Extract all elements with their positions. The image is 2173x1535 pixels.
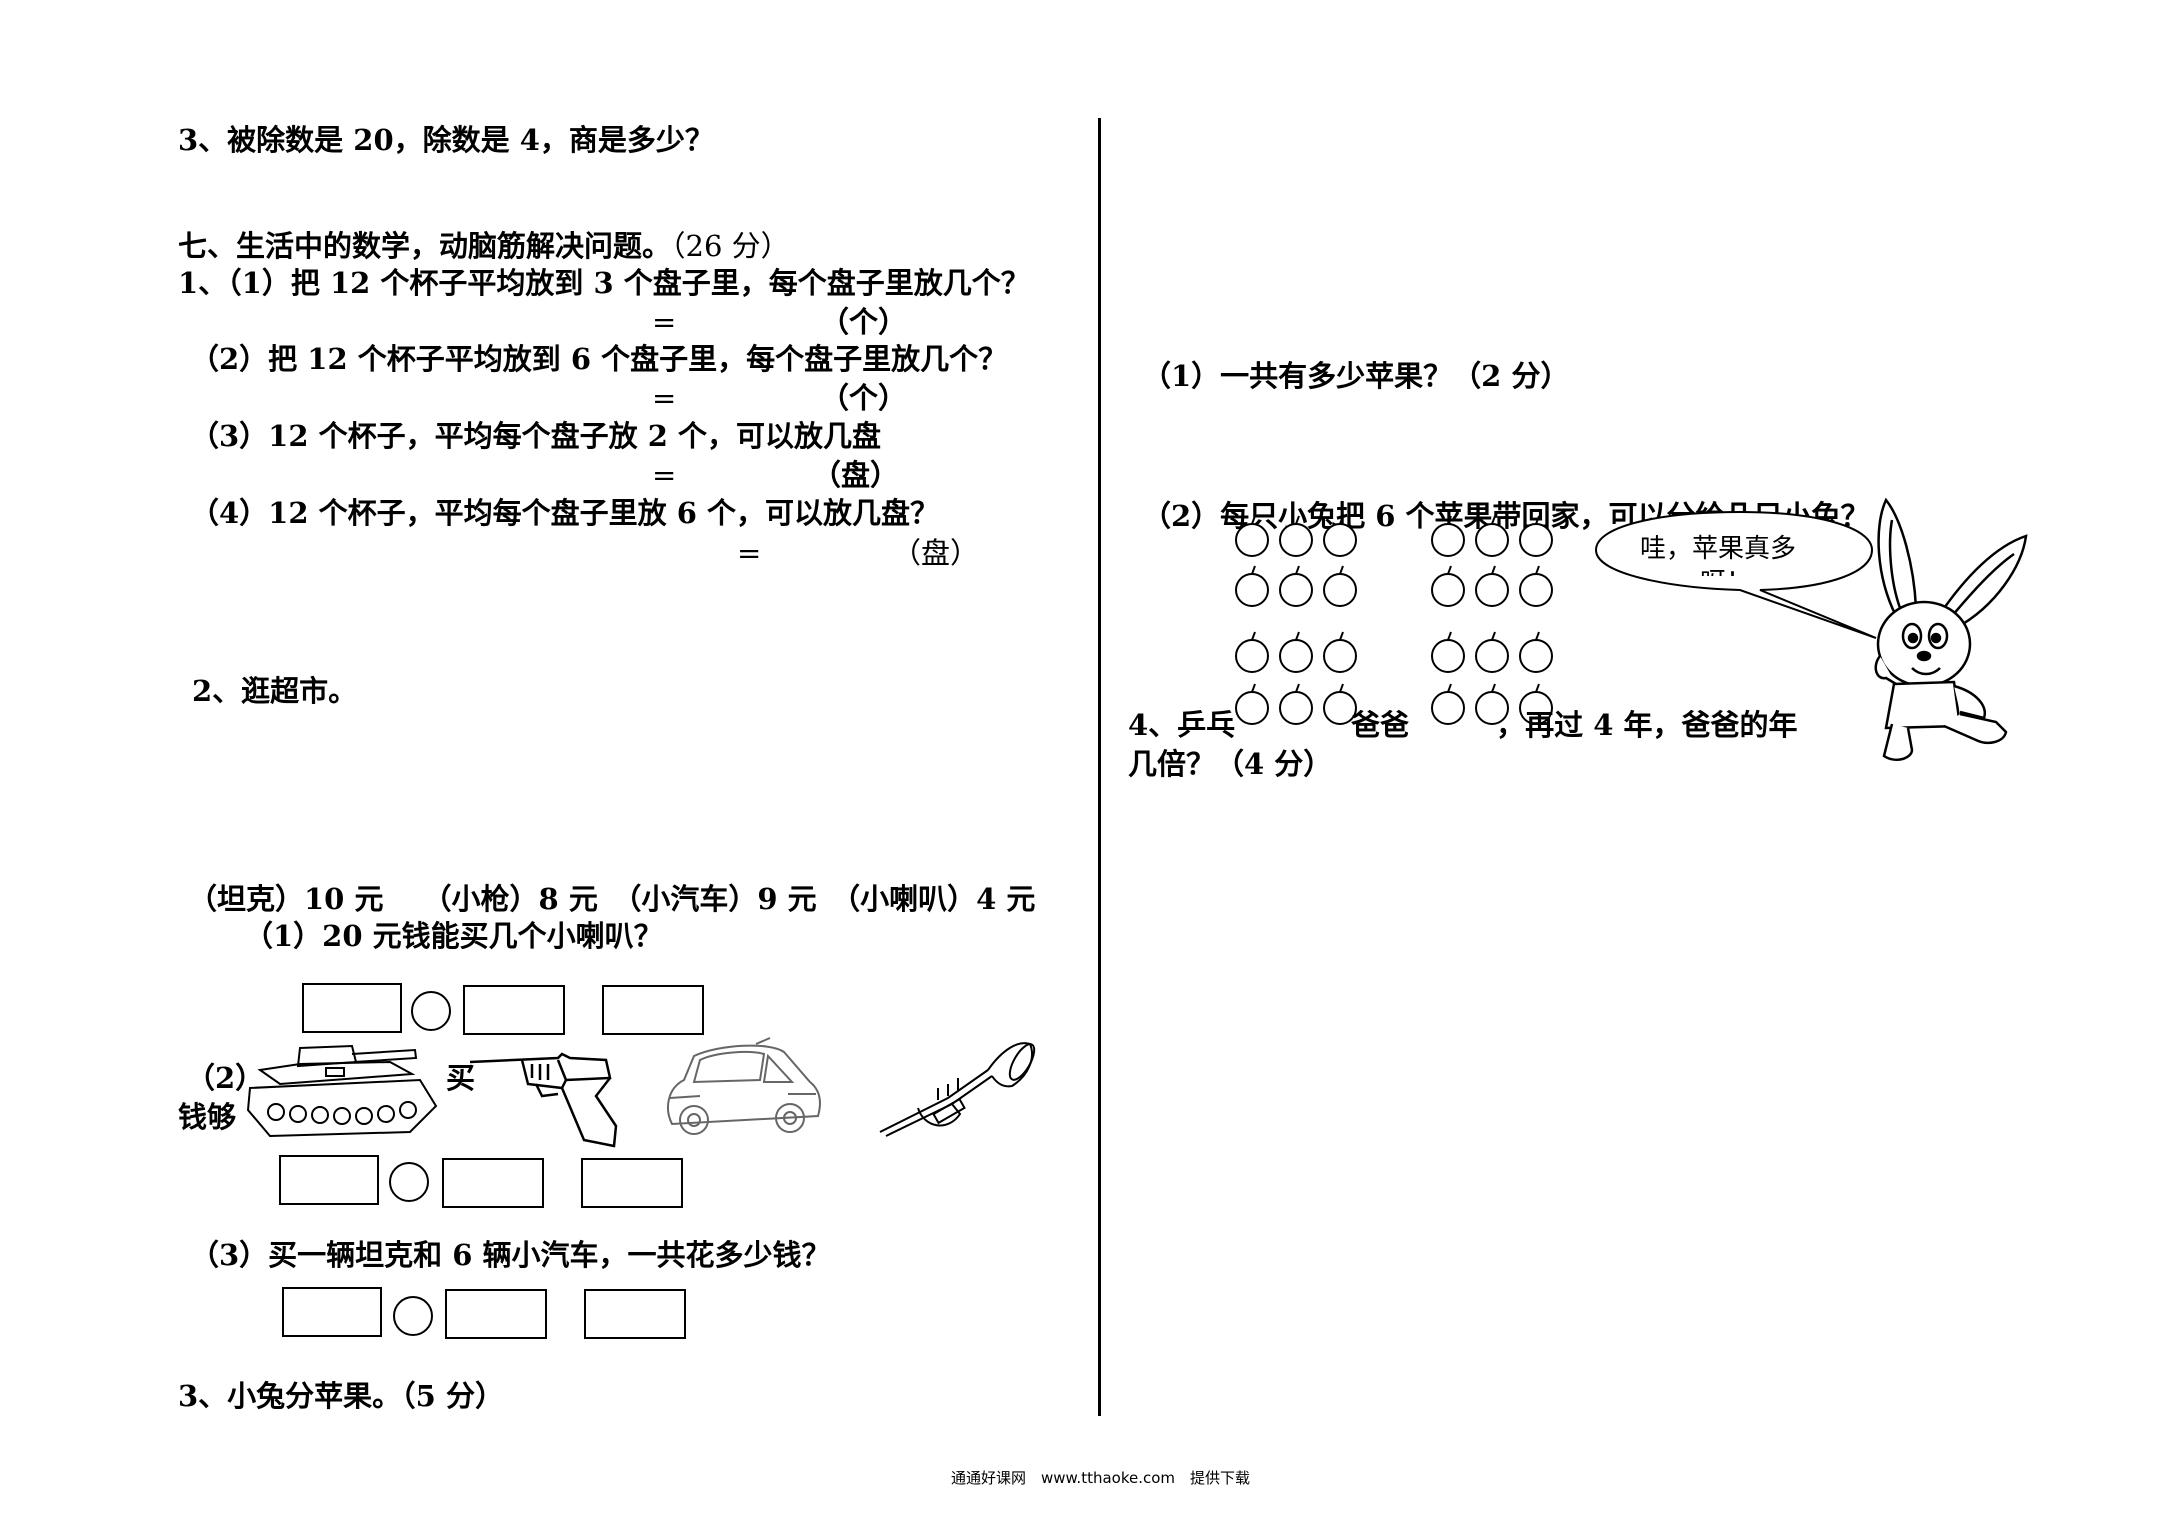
problem-1-part-2: （2）把 12 个杯子平均放到 6 个盘子里，每个盘子里放几个？ xyxy=(190,342,1008,376)
answer-2-unit: （个） xyxy=(820,381,908,415)
apple-icon xyxy=(1519,631,1553,673)
apple-icon xyxy=(1431,683,1465,725)
problem-1-part-4: （4）12 个杯子，平均每个盘子里放 6 个，可以放几盘？ xyxy=(190,496,940,530)
column-divider xyxy=(1098,118,1101,1416)
question-3-division: 3、被除数是 20，除数是 4，商是多少？ xyxy=(178,123,714,157)
section-7-points: （26 分） xyxy=(671,229,790,263)
section-7-title: 七、生活中的数学，动脑筋解决问题。（26 分） xyxy=(178,228,790,264)
answer-1-equals: = xyxy=(652,305,677,339)
answer-4-equals: = xyxy=(737,536,762,570)
answer-3-equals: = xyxy=(652,458,677,492)
operator-circle[interactable] xyxy=(393,1296,433,1336)
problem-2-question-3: （3）买一辆坦克和 6 辆小汽车，一共花多少钱？ xyxy=(190,1238,831,1272)
answer-box[interactable] xyxy=(445,1289,547,1339)
apple-icon xyxy=(1279,631,1313,673)
answer-box[interactable] xyxy=(282,1287,382,1337)
question-4-line-1: 4、乒乓 爸爸 ，再过 4 年，爸爸的年 xyxy=(1128,708,1798,742)
problem-1-part-1: 1、（1）把 12 个杯子平均放到 3 个盘子里，每个盘子里放几个？ xyxy=(178,266,1030,300)
speech-bubble xyxy=(1594,510,1877,639)
question-4-line-2: 几倍？（4 分） xyxy=(1128,747,1333,781)
bubble-line-2: 呀！ xyxy=(1700,562,1752,576)
apple-icon xyxy=(1519,683,1553,725)
bubble-line-1: 哇，苹果真多 xyxy=(1640,534,1797,564)
apple-icon xyxy=(1235,565,1269,607)
answer-box[interactable] xyxy=(602,985,704,1035)
operator-circle[interactable] xyxy=(389,1162,429,1202)
problem-1-part-3: （3）12 个杯子，平均每个盘子放 2 个，可以放几盘 xyxy=(190,419,882,453)
answer-1-unit: （个） xyxy=(820,305,908,339)
operator-circle[interactable] xyxy=(411,991,451,1031)
problem-2-question-2-prefix: （2） xyxy=(186,1061,265,1095)
toy-gun-icon xyxy=(469,1052,618,1148)
problem-2-question-1: （1）20 元钱能买几个小喇叭？ xyxy=(244,919,663,953)
answer-box[interactable] xyxy=(584,1289,686,1339)
apple-icon xyxy=(1431,515,1465,557)
problem-2-question-2-mid: 买 xyxy=(446,1061,476,1095)
apple-icon xyxy=(1475,515,1509,557)
apple-icon xyxy=(1323,515,1357,557)
apple-icon xyxy=(1235,683,1269,725)
answer-box[interactable] xyxy=(279,1155,379,1205)
apple-icon xyxy=(1279,565,1313,607)
trumpet-icon xyxy=(879,1042,1036,1137)
problem-2-title: 2、逛超市。 xyxy=(192,674,358,708)
answer-box[interactable] xyxy=(302,983,402,1033)
apple-icon xyxy=(1431,631,1465,673)
apple-icon xyxy=(1279,515,1313,557)
apple-icon xyxy=(1519,565,1553,607)
price-list: （坦克）10 元 （小枪）8 元 （小汽车）9 元 （小喇叭）4 元 xyxy=(188,882,1036,916)
apple-icon xyxy=(1475,683,1509,725)
apple-icon xyxy=(1235,515,1269,557)
apple-grid xyxy=(1235,515,1553,725)
apple-icon xyxy=(1431,565,1465,607)
apple-icon xyxy=(1323,631,1357,673)
answer-4-unit: （盘） xyxy=(892,536,980,570)
apple-icon xyxy=(1475,565,1509,607)
answer-box[interactable] xyxy=(442,1158,544,1208)
answer-3-unit: （盘） xyxy=(812,458,900,492)
answer-box[interactable] xyxy=(463,985,565,1035)
footer-credit: 通通好课网 www.tthaoke.com 提供下载 xyxy=(951,1469,1251,1487)
toy-car-icon xyxy=(667,1037,821,1135)
apple-icon xyxy=(1519,515,1553,557)
section-7-title-text: 七、生活中的数学，动脑筋解决问题。 xyxy=(178,229,672,263)
problem-3-title: 3、小兔分苹果。（5 分） xyxy=(178,1379,504,1413)
rabbit-icon xyxy=(1874,497,2028,761)
answer-box[interactable] xyxy=(581,1158,683,1208)
apple-icon xyxy=(1279,683,1313,725)
apple-icon xyxy=(1475,631,1509,673)
problem-2-question-2-line-2: 钱够 xyxy=(178,1100,237,1134)
apple-icon xyxy=(1323,683,1357,725)
right-question-1: （1）一共有多少苹果？（2 分） xyxy=(1142,359,1570,393)
tank-icon xyxy=(246,1044,438,1138)
apple-icon xyxy=(1235,631,1269,673)
answer-2-equals: = xyxy=(652,381,677,415)
apple-icon xyxy=(1323,565,1357,607)
